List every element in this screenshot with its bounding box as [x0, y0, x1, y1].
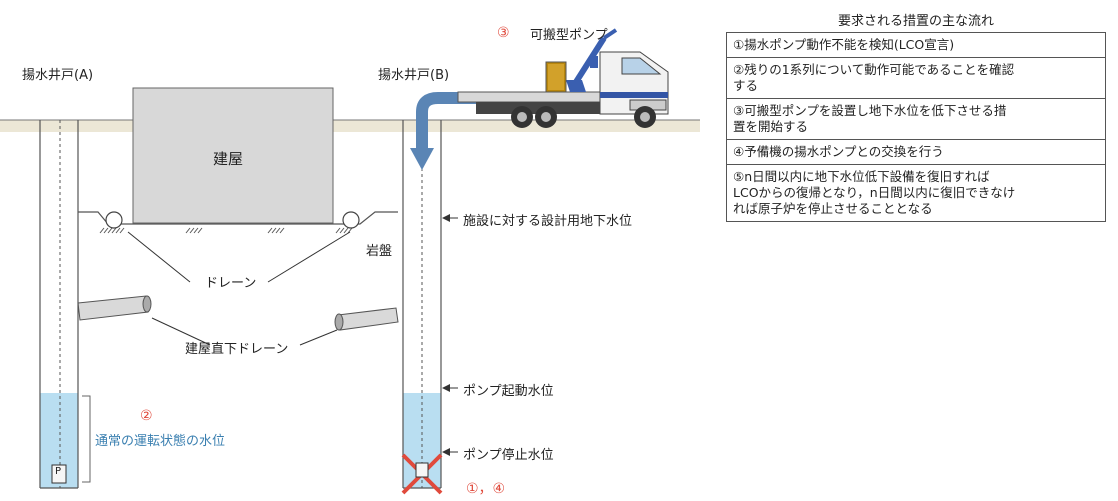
stop-level-arrowhead: [442, 448, 450, 456]
bedrock-hatch: [99, 227, 353, 234]
step-text: ①揚水ポンプ動作不能を検知(LCO宣言): [733, 37, 955, 52]
drain-pipe-left: [105, 211, 123, 229]
portable-pump-hose: [416, 92, 482, 150]
under-building-drain-right: [334, 307, 399, 331]
design-level-arrowhead: [442, 214, 450, 222]
hose-arrow-head: [410, 148, 434, 170]
step-row: ①揚水ポンプ動作不能を検知(LCO宣言): [726, 32, 1106, 58]
step-text-cont: れば原子炉を停止させることとなる: [733, 201, 933, 216]
drain-leader-right: [267, 231, 351, 283]
pump-box-label: P: [55, 466, 62, 477]
ground-surface: [0, 119, 700, 132]
step-text: ②残りの1系列について動作可能であることを確認: [733, 62, 1015, 77]
building-label: 建屋: [213, 150, 244, 168]
pump-stop-level-label: ポンプ停止水位: [463, 448, 554, 463]
under-drain-leader-right: [299, 329, 338, 346]
pump-box: [51, 464, 67, 484]
steps-title: 要求される措置の主な流れ: [837, 14, 994, 29]
well-a: [39, 120, 79, 489]
step-text: ④予備機の揚水ポンプとの交換を行う: [733, 144, 944, 159]
drain-label: ドレーン: [205, 276, 257, 291]
step-row: ④予備機の揚水ポンプとの交換を行う: [726, 139, 1106, 165]
step-text: ③可搬型ポンプを設置し地下水位を低下させる措: [733, 103, 1007, 118]
step-text-cont: する: [733, 78, 759, 93]
pump-start-level-label: ポンプ起動水位: [463, 384, 554, 399]
start-level-arrowhead: [442, 384, 450, 392]
step-cell: ④予備機の揚水ポンプとの交換を行う: [726, 139, 1106, 165]
groundwater-diagram: [0, 28, 700, 495]
step-cell: ②残りの1系列について動作可能であることを確認する: [726, 57, 1106, 99]
drain-pipe-right: [342, 211, 360, 229]
step-text: ⑤n日間以内に地下水位低下設備を復旧すれば: [733, 169, 990, 184]
well-a-label: 揚水井戸(A): [22, 68, 94, 83]
under-building-drain-label: 建屋直下ドレーン: [185, 342, 289, 357]
normal-level-number: ②: [140, 408, 153, 424]
failed-pump-box: [415, 462, 429, 478]
step-cell: ③可搬型ポンプを設置し地下水位を低下させる措置を開始する: [726, 98, 1106, 140]
truck-icon: [457, 28, 669, 128]
drain-leader-left: [127, 231, 191, 283]
normal-level-label: 通常の運転状態の水位: [95, 434, 226, 449]
under-building-drain-left: [77, 295, 152, 321]
bedrock-label: 岩盤: [366, 244, 393, 259]
portable-pump-label: 可搬型ポンプ: [530, 28, 608, 43]
steps-table: ①揚水ポンプ動作不能を検知(LCO宣言) ②残りの1系列について動作可能であるこ…: [726, 32, 1106, 222]
well-b: [402, 120, 442, 489]
building: [132, 87, 334, 224]
failure-step-numbers: ①，④: [466, 481, 506, 497]
steps-panel: 要求される措置の主な流れ ①揚水ポンプ動作不能を検知(LCO宣言) ②残りの1系…: [726, 12, 1106, 222]
normal-level-bracket: [82, 395, 91, 483]
step-text-cont: LCOからの復帰となり，n日間以内に復旧できなけ: [733, 185, 1016, 200]
design-water-level-label: 施設に対する設計用地下水位: [463, 214, 633, 229]
under-drain-leader-left: [151, 317, 211, 346]
excavation-line: [78, 211, 398, 225]
portable-pump-number: ③: [497, 25, 510, 41]
step-row: ③可搬型ポンプを設置し地下水位を低下させる措置を開始する: [726, 98, 1106, 140]
step-cell: ①揚水ポンプ動作不能を検知(LCO宣言): [726, 32, 1106, 58]
step-text-cont: 置を開始する: [733, 119, 809, 134]
well-b-label: 揚水井戸(B): [378, 68, 450, 83]
step-row: ②残りの1系列について動作可能であることを確認する: [726, 57, 1106, 99]
